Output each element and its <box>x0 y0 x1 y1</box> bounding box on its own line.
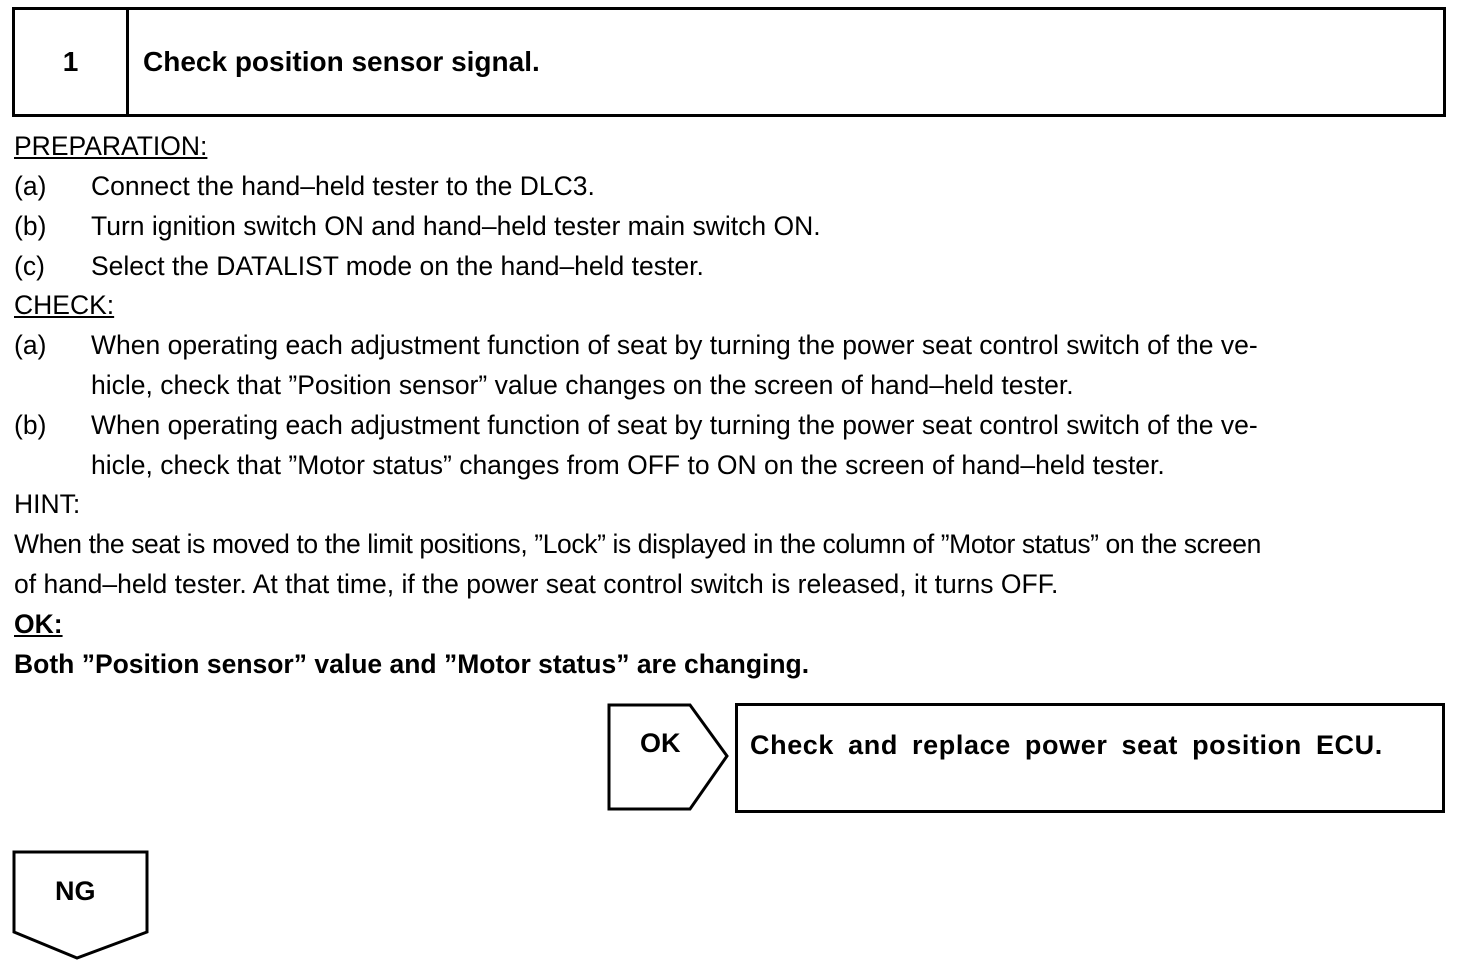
ok-result-text: Check and replace power seat position EC… <box>750 730 1383 760</box>
item-text: Select the DATALIST mode on the hand–hel… <box>91 251 704 281</box>
item-text: Connect the hand–held tester to the DLC3… <box>91 171 595 201</box>
ok-result-box: Check and replace power seat position EC… <box>735 703 1445 813</box>
preparation-heading: PREPARATION: <box>14 131 208 161</box>
item-label: (b) <box>14 211 47 241</box>
ng-branch-label: NG <box>55 876 96 906</box>
item-label: (b) <box>14 410 47 440</box>
item-text-line1: When operating each adjustment function … <box>91 330 1258 360</box>
item-text-line2: hicle, check that ”Position sensor” valu… <box>91 370 1074 400</box>
item-label: (a) <box>14 330 47 360</box>
item-text-line2: hicle, check that ”Motor status” changes… <box>91 450 1165 480</box>
hint-line2: of hand–held tester. At that time, if th… <box>14 569 1059 599</box>
ng-arrow-shape <box>12 850 149 960</box>
step-header: 1 Check position sensor signal. <box>12 7 1446 117</box>
ok-criteria: Both ”Position sensor” value and ”Motor … <box>14 649 810 679</box>
item-label: (a) <box>14 171 47 201</box>
hint-line1: When the seat is moved to the limit posi… <box>14 529 1261 559</box>
step-title: Check position sensor signal. <box>143 46 540 77</box>
ok-branch-label: OK <box>640 728 681 758</box>
ok-arrow-shape <box>607 703 729 811</box>
ok-heading: OK: <box>14 609 63 639</box>
step-number: 1 <box>15 10 129 114</box>
item-label: (c) <box>14 251 45 281</box>
hint-heading: HINT: <box>14 489 81 519</box>
item-text-line1: When operating each adjustment function … <box>91 410 1258 440</box>
check-heading: CHECK: <box>14 290 115 320</box>
item-text: Turn ignition switch ON and hand–held te… <box>91 211 821 241</box>
